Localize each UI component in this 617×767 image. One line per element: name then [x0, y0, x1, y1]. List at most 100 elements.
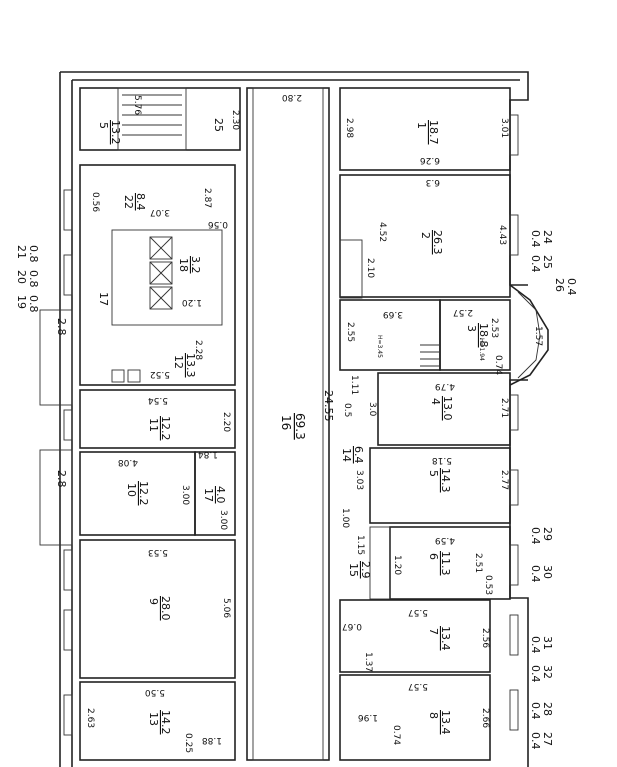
- room-23-dim-a: 3.07: [150, 207, 170, 217]
- room-2-num: 2: [419, 232, 432, 239]
- room-12-area: 13.3: [184, 353, 197, 378]
- win-27-num: 27: [541, 732, 554, 746]
- win-32-num: 32: [541, 665, 554, 679]
- room-1-dim-a: 6.26: [420, 155, 440, 165]
- room-5-area: 14.3: [439, 468, 452, 493]
- room-8-dim-d: 0.74: [391, 725, 401, 745]
- win-31-val: 0.4: [529, 636, 542, 654]
- room-1-area: 18.7: [427, 120, 440, 145]
- room-6-dim-b: 2.51: [473, 553, 483, 573]
- win-19-val: 0.8: [27, 295, 40, 313]
- room-4-area: 13.0: [441, 396, 454, 421]
- room-6-dim-a: 4.59: [435, 535, 455, 545]
- win-24-num: 24: [541, 230, 554, 244]
- room-18-num: 17: [97, 292, 110, 306]
- room-5-dim-a: 5.18: [432, 455, 452, 465]
- room-3-dim-c: 1.57: [533, 326, 543, 346]
- room-11-dim-a: 5.54: [148, 395, 168, 405]
- room-5-dim-d: 1.00: [340, 508, 350, 528]
- room-4-dim-c: 1.11: [349, 375, 359, 395]
- room-17-area: 4.0: [214, 486, 227, 504]
- win-28-val: 0.4: [529, 702, 542, 720]
- room-17-dim: 3.00: [218, 510, 228, 530]
- room-5top-area: 13.2: [109, 120, 122, 145]
- room-1-dim-d: 3.01: [499, 118, 509, 138]
- room-10-dim-c: 3.00: [180, 485, 190, 505]
- room-23-dim-b: 2.87: [202, 188, 212, 208]
- room-6-dim-c: 0.53: [483, 575, 493, 595]
- windows-right: [509, 114, 519, 731]
- room-4-dim-d: 3.0: [367, 402, 377, 417]
- room-22-area: 3.2: [189, 256, 202, 274]
- room-25-dim: 2.30: [230, 110, 240, 130]
- win-21-val: 0.8: [27, 245, 40, 263]
- room-11-dim-b: 2.20: [221, 412, 231, 432]
- room-13-num: 13: [147, 712, 160, 726]
- room-3-dim-g: 2.55: [345, 322, 355, 342]
- room-23-dim-c: 0.56: [90, 192, 100, 212]
- win-29-num: 29: [541, 527, 554, 541]
- room-16-num: 16: [279, 415, 293, 430]
- room-11-num: 11: [147, 418, 160, 432]
- windows-left: [63, 189, 73, 736]
- room-10-area: 12.2: [137, 481, 150, 506]
- room-12-dim-a: 5.52: [150, 369, 170, 379]
- room-5-num: 5: [427, 470, 440, 477]
- room-16-area: 69.3: [293, 413, 307, 440]
- room-6-dim-d: 1.20: [392, 555, 402, 575]
- room-23-num: 22: [122, 195, 135, 209]
- room-7-dim-b: 2.56: [480, 628, 490, 648]
- room-2-dim-a: 4.52: [377, 222, 387, 242]
- room-13-dim-b: 2.63: [85, 708, 95, 728]
- win-25-num: 25: [541, 255, 554, 269]
- room-9-area: 28.0: [159, 596, 172, 621]
- room-9-num: 9: [147, 598, 160, 605]
- win-27-val: 0.4: [529, 732, 542, 750]
- room-9-dim-b: 5.06: [221, 598, 231, 618]
- room-3-dim-f: 3.69: [383, 309, 403, 319]
- room-2-dim-b: 4.43: [497, 225, 507, 245]
- room-1-dim-b: 6.3: [426, 177, 440, 187]
- room-7-area: 13.4: [439, 626, 452, 651]
- left-rooms: [79, 87, 241, 761]
- room-10-num: 10: [125, 483, 138, 497]
- room-5-dim-b: 3.03: [354, 470, 364, 490]
- room-2-area: 26.3: [431, 230, 444, 255]
- win-25-val: 0.4: [529, 255, 542, 273]
- win-26-num: 26: [553, 278, 566, 292]
- win-24-val: 0.4: [529, 230, 542, 248]
- room-4-dim-e: 0.5: [342, 403, 352, 417]
- room-10-dim-b: 2.8: [55, 470, 68, 488]
- room-6-dim-e: 1.15: [355, 535, 365, 555]
- corridor-width: 2.80: [282, 92, 302, 102]
- room-4-dim-a: 4.79: [435, 381, 455, 391]
- win-19-num: 19: [15, 295, 28, 309]
- window-19-20-21: 19 0.8 20 0.8 21 0.8: [15, 245, 40, 313]
- room-3-dim-d: 0.74: [493, 355, 503, 375]
- win-31-num: 31: [541, 636, 554, 650]
- room-3-dim-b: 2.53: [489, 318, 499, 338]
- room-2-dim-c: 2.10: [365, 258, 375, 278]
- room-5-dim-c: 2.77: [499, 470, 509, 490]
- corridor-16: [246, 87, 330, 761]
- room-13-area: 14.2: [159, 710, 172, 735]
- win-28-num: 28: [541, 702, 554, 716]
- room-3-num: 3: [465, 325, 478, 332]
- room-11-dim-c: 1.84: [198, 449, 218, 459]
- room-12-num: 12: [172, 355, 185, 369]
- room-9-dim-a: 5.53: [148, 547, 168, 557]
- room-7-dim-d: 1.37: [363, 652, 373, 672]
- room-22-dim-a: 1.20: [182, 297, 202, 307]
- room-4-dim-b: 2.71: [499, 398, 509, 418]
- room-22-num: 18: [177, 258, 190, 272]
- win-20-num: 20: [15, 270, 28, 284]
- room-15-num: 15: [347, 563, 360, 577]
- room-7-num: 7: [427, 628, 440, 635]
- room-14-area: 6.4: [352, 446, 365, 464]
- room-6-area: 11.3: [439, 551, 452, 576]
- corridor-length: 24.55: [322, 390, 335, 422]
- room-5top-dim: 5.76: [132, 95, 142, 115]
- room-5top-num: 5: [97, 122, 110, 129]
- room-10-dim-a: 4.08: [118, 457, 138, 467]
